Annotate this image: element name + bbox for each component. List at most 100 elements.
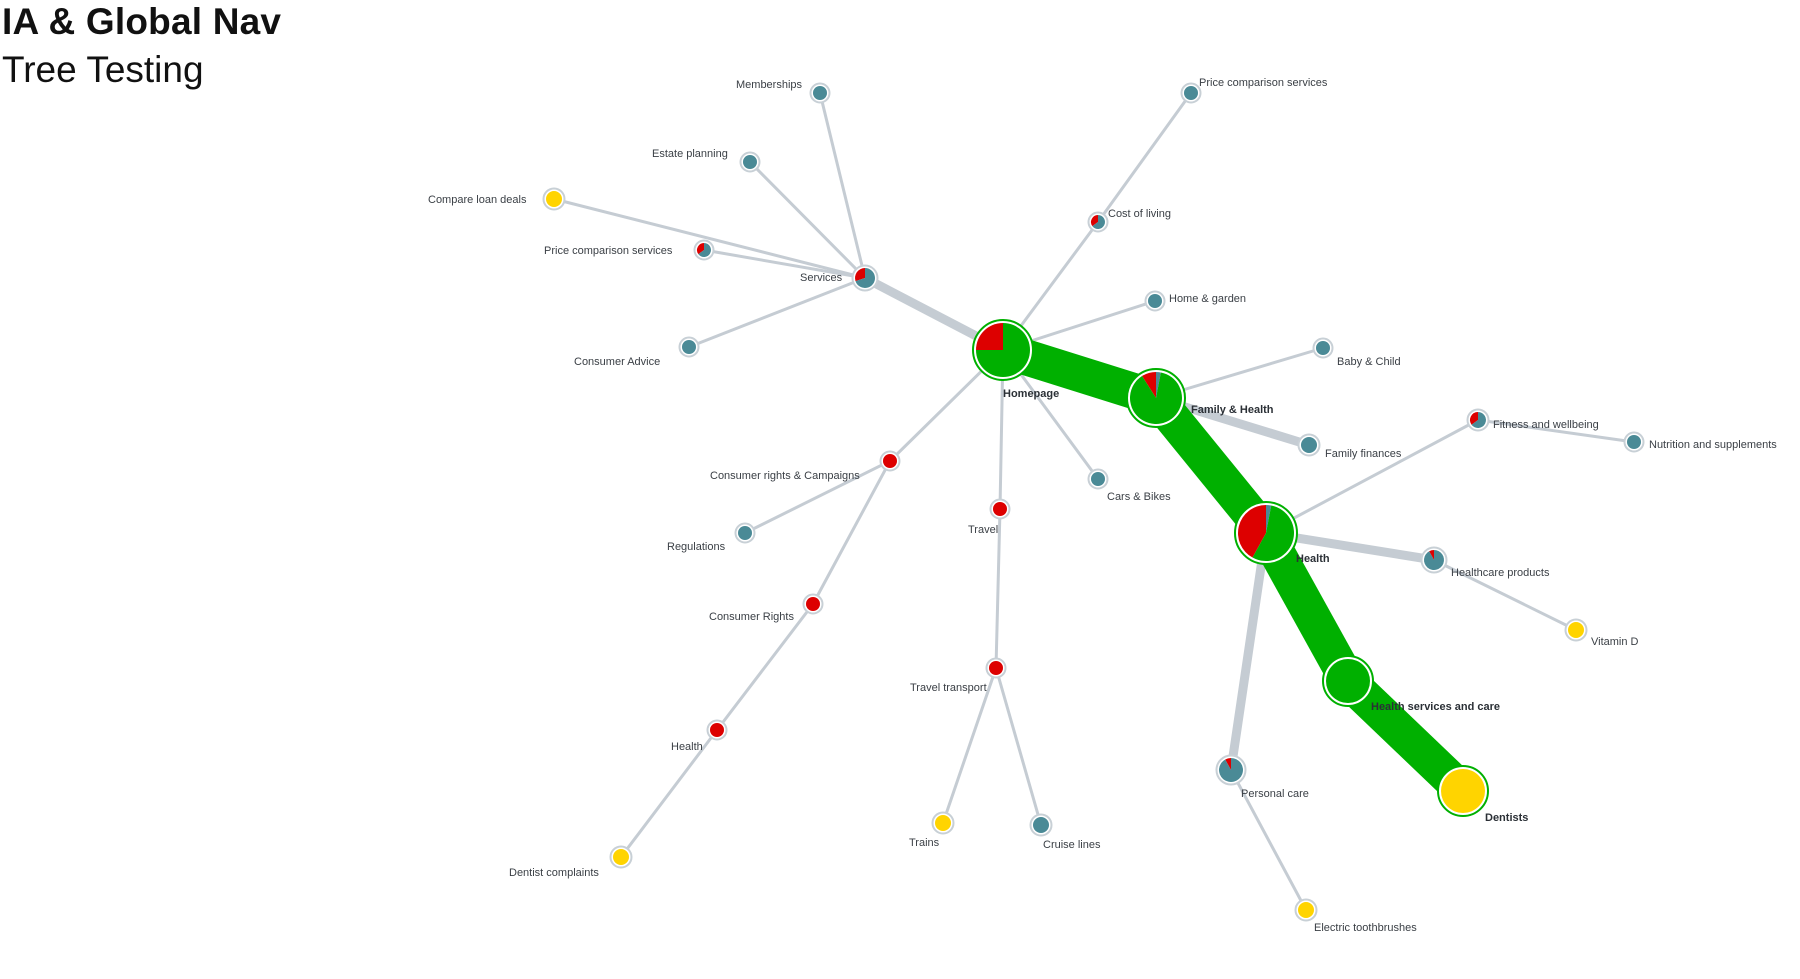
node-label-family-finances: Family finances: [1325, 448, 1402, 460]
node-cruise-lines[interactable]: [1029, 813, 1053, 837]
node-services[interactable]: [851, 264, 879, 292]
node-health-sub[interactable]: [706, 719, 728, 741]
node-label-price-comparison-services-a: Price comparison services: [544, 245, 673, 257]
node-travel[interactable]: [989, 498, 1011, 520]
node-fill: [1627, 435, 1641, 449]
pie-slice-nav-away: [1424, 550, 1444, 570]
node-label-home-garden: Home & garden: [1169, 293, 1246, 305]
node-fill: [935, 815, 951, 831]
node-fill: [1298, 902, 1314, 918]
node-fill: [1033, 817, 1049, 833]
link-consumer-rights-to-health-sub: [715, 602, 815, 732]
node-fitness-wellbeing[interactable]: [1466, 408, 1490, 432]
node-family-health[interactable]: [1126, 368, 1186, 428]
node-fill: [1441, 769, 1485, 813]
slide-subtitle: Tree Testing: [2, 49, 204, 90]
node-cost-of-living[interactable]: [1087, 211, 1109, 233]
node-fill: [1148, 294, 1162, 308]
pie-slice-failure: [1238, 505, 1266, 558]
node-fill: [1316, 341, 1330, 355]
node-label-trains: Trains: [909, 837, 940, 849]
link-services-to-memberships: [818, 91, 867, 280]
node-label-consumer-advice: Consumer Advice: [574, 356, 660, 368]
node-label-baby-child: Baby & Child: [1337, 356, 1401, 368]
link-consumer-rights-campaigns-to-consumer-rights: [811, 459, 892, 606]
link-cost-of-living-to-price-comparison-services-b: [1096, 91, 1193, 224]
node-fill: [993, 502, 1007, 516]
slide-title: IA & Global Nav: [2, 1, 282, 42]
pie-slice-failure: [697, 243, 704, 255]
node-consumer-advice[interactable]: [678, 336, 700, 358]
node-fill: [989, 661, 1003, 675]
node-price-comparison-services-a[interactable]: [693, 239, 715, 261]
node-fill: [1091, 472, 1105, 486]
node-health-main[interactable]: [1234, 501, 1298, 565]
link-services-to-compare-loan-deals: [552, 197, 867, 280]
node-compare-loan-deals[interactable]: [542, 187, 566, 211]
node-nutrition-supplements[interactable]: [1623, 431, 1645, 453]
node-regulations[interactable]: [734, 522, 756, 544]
node-label-dentist-complaints: Dentist complaints: [509, 867, 599, 879]
pie-slice-nav-away: [855, 268, 875, 288]
node-label-consumer-rights: Consumer Rights: [709, 611, 794, 623]
pie-slice-failure: [1225, 758, 1231, 770]
pie-slice-nav-away: [1219, 758, 1243, 783]
node-label-fitness-wellbeing: Fitness and wellbeing: [1493, 419, 1599, 431]
link-services-to-consumer-advice: [687, 276, 867, 349]
node-cars-bikes[interactable]: [1087, 468, 1109, 490]
node-fill: [1301, 437, 1317, 453]
link-health-main-to-personal-care: [1226, 528, 1271, 775]
node-label-family-health: Family & Health: [1191, 404, 1274, 416]
node-label-healthcare-products: Healthcare products: [1451, 567, 1550, 579]
node-personal-care[interactable]: [1215, 754, 1247, 786]
link-consumer-rights-campaigns-to-regulations: [743, 459, 892, 535]
link-health-main-to-fitness-wellbeing: [1264, 418, 1480, 535]
node-dentists[interactable]: [1437, 765, 1489, 817]
link-services-to-estate-planning: [748, 160, 867, 280]
node-memberships[interactable]: [809, 82, 831, 104]
node-health-services-care[interactable]: [1322, 655, 1374, 707]
node-trains[interactable]: [931, 811, 955, 835]
link-health-sub-to-dentist-complaints: [619, 728, 719, 859]
node-label-cruise-lines: Cruise lines: [1043, 839, 1101, 851]
node-label-price-comparison-services-b: Price comparison services: [1199, 77, 1328, 89]
node-label-health-sub: Health: [671, 741, 703, 753]
node-consumer-rights-campaigns[interactable]: [879, 450, 901, 472]
node-fill: [710, 723, 724, 737]
node-home-garden[interactable]: [1144, 290, 1166, 312]
node-price-comparison-services-b[interactable]: [1180, 82, 1202, 104]
node-label-estate-planning: Estate planning: [652, 148, 728, 160]
node-fill: [883, 454, 897, 468]
node-label-compare-loan-deals: Compare loan deals: [428, 194, 527, 206]
node-fill: [1184, 86, 1198, 100]
pie-slice-failure: [976, 323, 1003, 350]
node-fill: [682, 340, 696, 354]
node-homepage[interactable]: [972, 319, 1034, 381]
node-family-finances[interactable]: [1297, 433, 1321, 457]
node-baby-child[interactable]: [1312, 337, 1334, 359]
node-dentist-complaints[interactable]: [609, 845, 633, 869]
link-health-services-care-to-dentists: [1335, 667, 1476, 805]
node-consumer-rights[interactable]: [802, 593, 824, 615]
node-label-homepage: Homepage: [1003, 388, 1059, 400]
node-travel-transport[interactable]: [985, 657, 1007, 679]
node-label-cars-bikes: Cars & Bikes: [1107, 491, 1171, 503]
tree-nodes: [542, 82, 1645, 922]
pie-slice-nav-away: [1266, 505, 1272, 533]
node-fill: [546, 191, 562, 207]
link-healthcare-products-to-vitamin-d: [1432, 558, 1578, 632]
node-label-dentists: Dentists: [1485, 812, 1528, 824]
pie-slice-failure: [1091, 215, 1098, 227]
node-label-vitamin-d: Vitamin D: [1591, 636, 1639, 648]
pie-slice-nav-away: [1092, 215, 1106, 229]
node-healthcare-products[interactable]: [1420, 546, 1448, 574]
node-estate-planning[interactable]: [739, 151, 761, 173]
link-fitness-wellbeing-to-nutrition-supplements: [1476, 418, 1636, 444]
pie-slice-nav-away: [698, 243, 711, 257]
node-vitamin-d[interactable]: [1564, 618, 1588, 642]
pie-slice-nav-away: [1156, 372, 1161, 398]
node-electric-toothbrushes[interactable]: [1294, 898, 1318, 922]
